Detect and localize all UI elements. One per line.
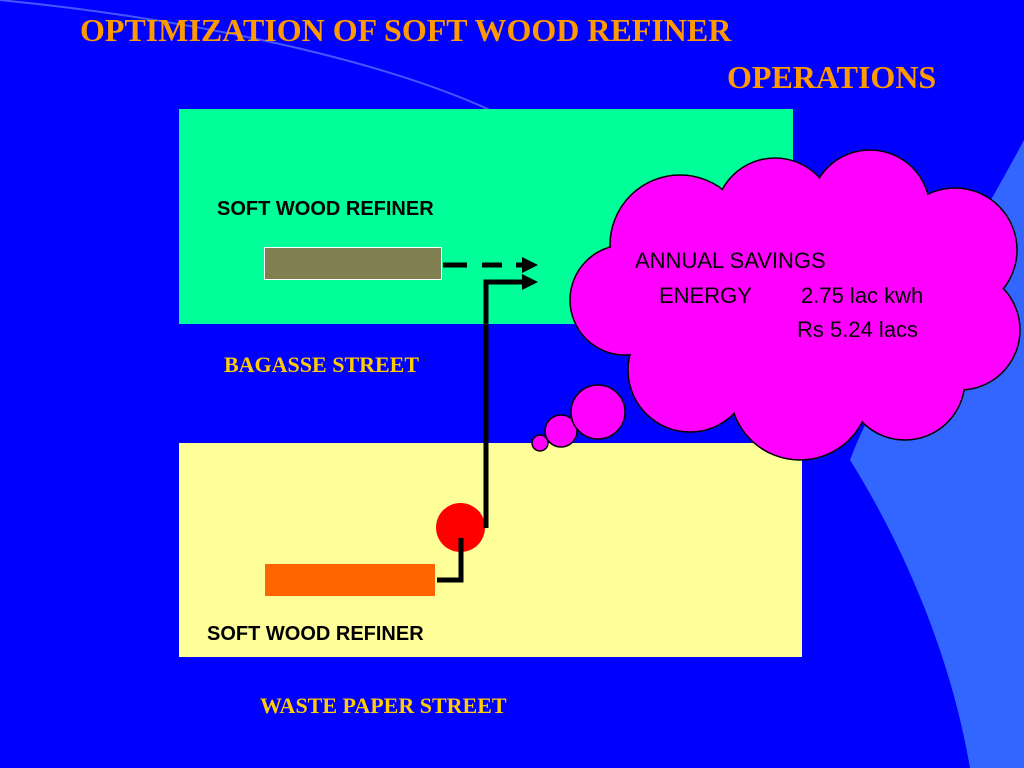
savings-money-value: Rs 5.24 lacs <box>797 317 919 342</box>
bagasse-street-label: BAGASSE STREET <box>224 352 420 377</box>
waste-paper-street-label: WASTE PAPER STREET <box>260 693 507 718</box>
bottom-refiner-block <box>265 564 435 596</box>
savings-heading: ANNUAL SAVINGS <box>635 248 826 273</box>
top-refiner-block <box>264 247 442 280</box>
top-refiner-label: SOFT WOOD REFINER <box>217 198 434 220</box>
slide-title-line-2: OPERATIONS <box>727 59 937 95</box>
savings-energy-value: 2.75 lac kwh <box>801 283 924 308</box>
bottom-refiner-label: SOFT WOOD REFINER <box>207 623 424 645</box>
slide-title-line-1: OPTIMIZATION OF SOFT WOOD REFINER <box>80 12 732 48</box>
savings-energy-label: ENERGY <box>659 283 752 308</box>
